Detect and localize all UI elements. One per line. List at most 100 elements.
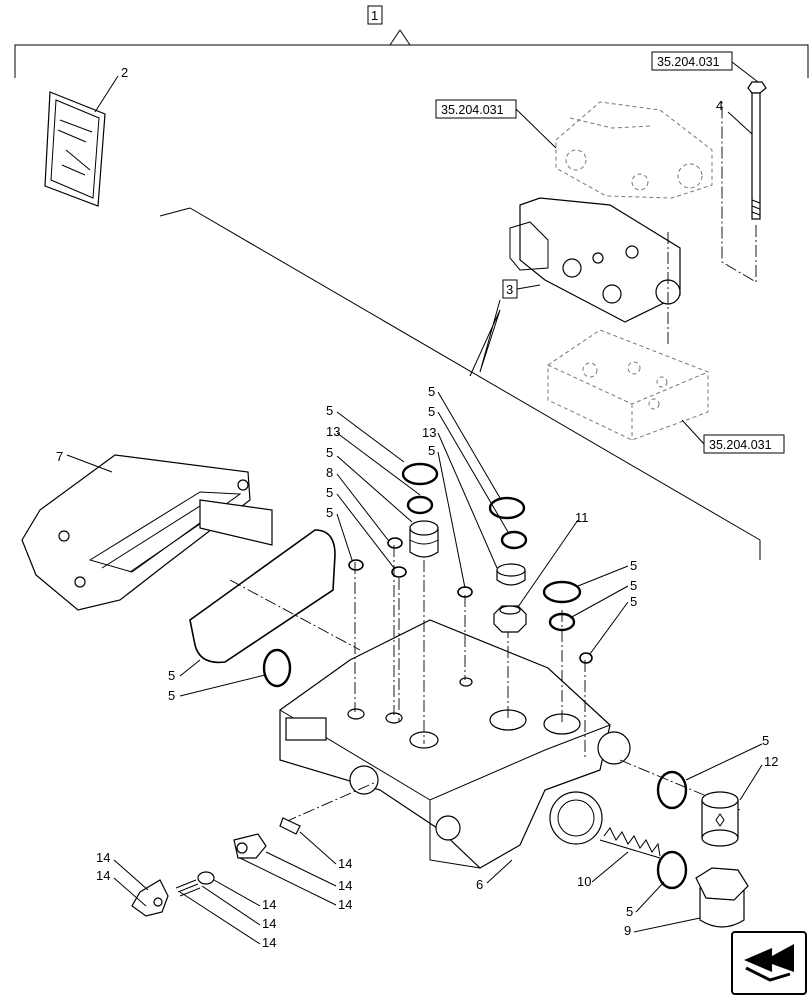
diagram-stroke xyxy=(437,451,466,589)
diagram-stroke xyxy=(189,207,761,541)
callout-label: 14 xyxy=(96,850,110,865)
callout-label: 5 xyxy=(168,668,175,683)
diagram-stroke xyxy=(213,879,261,907)
callout-label: 5 xyxy=(762,733,769,748)
diagram-stroke xyxy=(239,857,337,906)
fitting xyxy=(493,605,527,633)
diagram-stroke xyxy=(635,881,665,913)
diagram-stroke xyxy=(681,419,705,445)
diagram-stroke xyxy=(179,674,266,697)
diagram-stroke xyxy=(633,917,701,933)
diagram-stroke xyxy=(557,799,595,837)
diagram-stroke xyxy=(715,813,725,827)
large-plug xyxy=(695,867,749,928)
diagram-stroke xyxy=(569,117,651,129)
instruction-bag xyxy=(44,91,106,207)
diagram-stroke xyxy=(429,800,481,869)
reference-box-lower: 35.204.031 xyxy=(703,434,785,454)
diagram-stroke xyxy=(66,454,113,473)
diagram-stroke xyxy=(399,29,411,46)
diagram-stroke xyxy=(602,284,622,304)
diagram-stroke xyxy=(401,462,439,486)
diagram-stroke xyxy=(569,585,629,619)
arrow-nav-icon[interactable] xyxy=(731,931,807,995)
diagram-stroke xyxy=(336,411,405,463)
callout-label: 35.204.031 xyxy=(441,103,504,117)
diagram-stroke xyxy=(731,61,759,83)
callout-2: 2 xyxy=(121,65,128,80)
diagram-stroke xyxy=(459,677,473,687)
diagram-stroke xyxy=(751,92,761,220)
section-callout-box: 3 xyxy=(502,279,518,299)
diagram-stroke xyxy=(347,708,365,720)
diagram-stroke xyxy=(88,491,242,573)
assembly-bracket xyxy=(14,29,809,78)
callout-label: 5 xyxy=(630,594,637,609)
valve-body xyxy=(279,619,631,869)
diagram-stroke xyxy=(179,891,261,945)
spring xyxy=(599,827,661,859)
diagram-stroke xyxy=(113,859,149,891)
diagram-stroke xyxy=(701,829,739,847)
diagram-stroke xyxy=(50,99,100,199)
diagram-stroke xyxy=(262,648,292,688)
callout-label: 5 xyxy=(428,384,435,399)
callout-label: 10 xyxy=(577,874,591,889)
callout-label: 5 xyxy=(428,404,435,419)
callout-label: 5 xyxy=(630,578,637,593)
callout-label: 5 xyxy=(626,904,633,919)
callout-label: 13 xyxy=(422,425,436,440)
callout-11: 11 xyxy=(575,510,589,525)
diagram-stroke xyxy=(284,781,377,823)
diagram-stroke xyxy=(406,495,434,515)
diagram-stroke xyxy=(656,770,688,810)
diagram-stroke xyxy=(14,44,809,78)
diagram-stroke xyxy=(201,885,261,926)
seal-cap xyxy=(496,563,526,586)
diagram-stroke xyxy=(488,496,526,520)
diagram-stroke xyxy=(548,612,576,632)
diagram-stroke xyxy=(153,897,163,907)
callout-label: 35.204.031 xyxy=(709,438,772,452)
diagram-stroke xyxy=(409,527,439,558)
diagram-stroke xyxy=(547,364,709,440)
upper-valve-reference xyxy=(555,101,713,199)
diagram-stroke xyxy=(631,173,649,191)
diagram-stroke xyxy=(437,411,509,533)
diagram-stroke xyxy=(285,717,327,741)
diagram-stroke xyxy=(685,743,763,781)
diagram-stroke xyxy=(515,108,557,149)
diagram-stroke xyxy=(721,100,757,283)
diagram-stroke xyxy=(279,619,611,869)
reference-box-upper: 35.204.031 xyxy=(435,99,517,119)
diagram-stroke xyxy=(279,817,301,835)
diagram-stroke xyxy=(265,851,337,887)
diagram-stroke xyxy=(579,652,593,664)
diagram-stroke xyxy=(57,119,93,176)
callout-label: 5 xyxy=(326,403,333,418)
diagram-stroke xyxy=(336,432,421,496)
diagram-stroke xyxy=(159,207,191,217)
diagram-stroke xyxy=(516,284,541,290)
diagram-stroke xyxy=(727,111,753,135)
diagram-stroke xyxy=(409,520,439,536)
callout-label: 35.204.031 xyxy=(657,55,720,69)
diagram-stroke xyxy=(44,91,106,207)
callout-label: 12 xyxy=(764,754,778,769)
hex-plug xyxy=(701,791,739,847)
diagram-stroke xyxy=(336,513,353,561)
diagram-stroke xyxy=(299,831,337,865)
diagram-stroke xyxy=(739,764,763,801)
callout-label: 5 xyxy=(326,485,333,500)
diagram-stroke xyxy=(409,539,439,545)
assembly-callout-box: 1 xyxy=(367,5,383,25)
diagram-stroke xyxy=(565,149,587,171)
spool-plug xyxy=(409,520,439,558)
diagram-stroke xyxy=(113,877,147,907)
callout-label: 5 xyxy=(428,443,435,458)
diagram-stroke xyxy=(391,566,407,578)
diagram-stroke xyxy=(648,398,660,410)
diagram-stroke xyxy=(437,432,498,569)
diagram-stroke xyxy=(656,850,688,890)
diagram-stroke xyxy=(435,815,461,841)
